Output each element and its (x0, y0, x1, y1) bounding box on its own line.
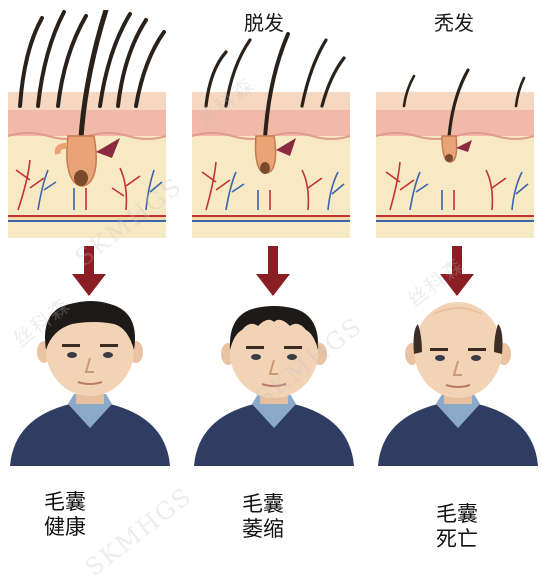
watermark-latin: SKMHGS (80, 481, 198, 582)
man-head-thinning-hair (194, 306, 354, 466)
stage-2-caption-line2: 萎缩 (242, 517, 284, 541)
down-arrow-icon (440, 246, 474, 296)
skin-cross-section-healthy (8, 10, 166, 238)
stage-2-top-label: 脱发 (244, 11, 284, 35)
stage-2-caption-line1: 毛囊 (242, 492, 284, 516)
stage-1-caption-line1: 毛囊 (44, 490, 86, 514)
hair-loss-stages-diagram: 脱发 秃发 (8, 10, 538, 582)
man-head-healthy-hair (10, 301, 170, 466)
down-arrow-icon (256, 246, 290, 296)
skin-cross-section-bald (376, 68, 534, 238)
stage-1-caption-line2: 健康 (44, 515, 86, 539)
stage-3-caption-line1: 毛囊 (436, 502, 478, 526)
stage-3-caption-line2: 死亡 (436, 527, 478, 551)
stage-3-top-label: 秃发 (434, 11, 474, 35)
man-head-bald (378, 302, 538, 466)
stage-3-caption: 毛囊 死亡 (436, 502, 478, 552)
down-arrow-icon (72, 246, 106, 296)
skin-cross-section-thinning (192, 32, 350, 238)
stage-1-caption: 毛囊 健康 (44, 490, 86, 540)
stage-2-caption: 毛囊 萎缩 (242, 492, 284, 542)
watermark-text: SKMHGS (80, 482, 198, 582)
